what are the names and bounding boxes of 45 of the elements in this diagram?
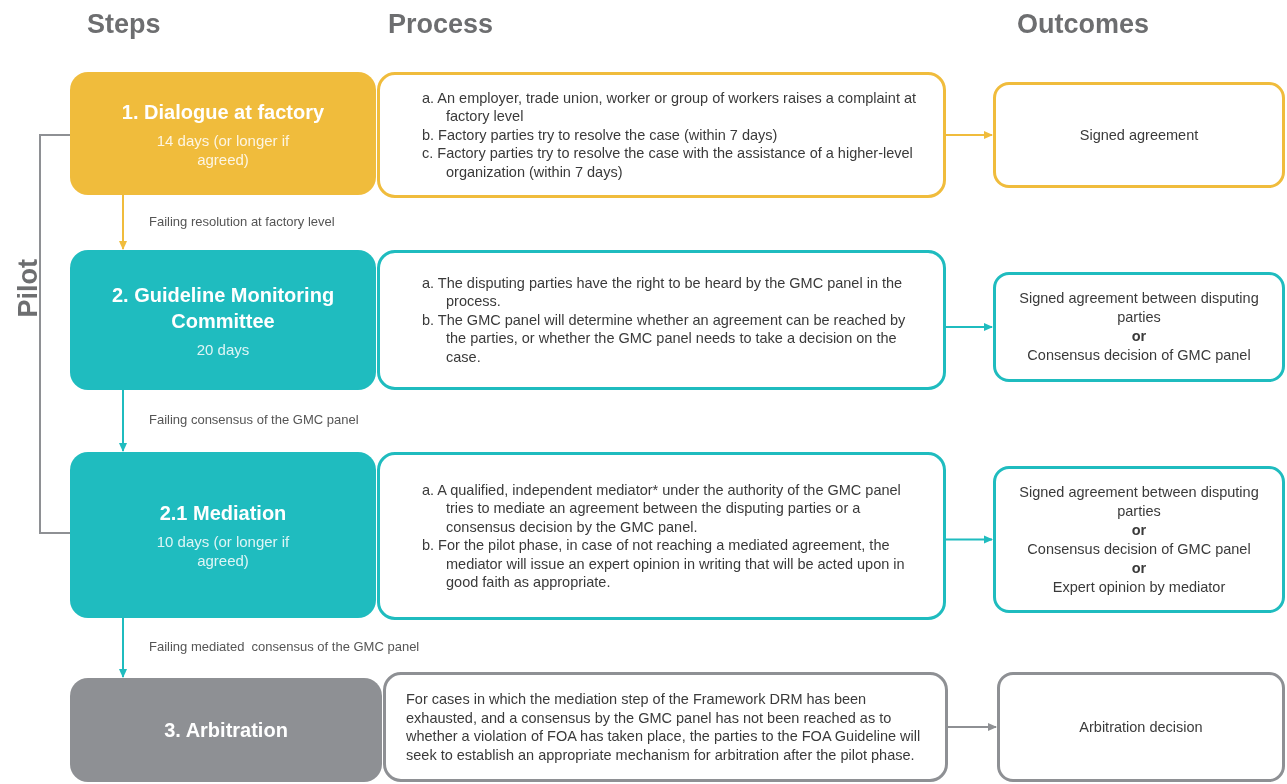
outcome-box: [997, 672, 1285, 782]
arrow: [119, 389, 127, 452]
or-text: or: [1131, 558, 1147, 578]
outcome-text: Arbitration decision: [1079, 717, 1203, 737]
arrow: [947, 723, 997, 731]
outcome-text: Consensus decision of GMC panel: [1027, 539, 1251, 559]
process-box: [383, 672, 948, 782]
step-title: 2. Guideline Monitoring Committee: [110, 282, 336, 334]
arrow: [945, 131, 993, 139]
process-box: [377, 72, 946, 198]
list-item: a. The disputing parties have the right to be heard by the GMC panel in the process.: [422, 273, 904, 311]
outcome-text: Consensus decision of GMC panel: [1027, 346, 1251, 365]
process-box: [377, 250, 946, 390]
step-title: 2.1 Mediation: [159, 501, 287, 526]
outcome-box: [993, 82, 1285, 188]
arrow: [119, 194, 127, 250]
step-box: [70, 452, 376, 618]
column-heading: Outcomes: [1017, 8, 1150, 41]
list-item: c. Factory parties try to resolve the case with the assistance of a higher-level organization (within 7 days): [422, 144, 914, 182]
outcome-text: Expert opinion by mediator: [1052, 577, 1226, 597]
step-box: [70, 250, 376, 390]
list-item: b. The GMC panel will determine whether an agreement can be reached by the parties, or whether the GMC panel needs to take a decision on the case.: [422, 310, 907, 367]
outcome-text: Signed agreement: [1079, 125, 1199, 145]
list-item: b. Factory parties try to resolve the case (within 7 days): [422, 125, 779, 145]
arrow: [945, 535, 993, 544]
or-text: or: [1131, 520, 1147, 540]
outcome-box: [993, 466, 1285, 613]
step-title: 3. Arbitration: [164, 718, 288, 743]
process-text: For cases in which the mediation step of the Framework DRM has been exhausted, and a consensus by the GMC panel has not been reached as to whether a violation of FOA has taken place, the parties to the FOA Guideline will seek to establish an appropriate mechanism for arbitration after the pilot phase.: [406, 690, 922, 764]
list-item: a. A qualified, independent mediator* under the authority of the GMC panel tries to mediate an agreement between the disputing parties or a consensus decision by the GMC panel.: [422, 480, 902, 536]
step-box: [70, 678, 382, 782]
group-label: Pilot: [11, 258, 44, 320]
outcome-box: [993, 272, 1285, 382]
arrow: [119, 617, 127, 678]
duration-text: 20 days: [196, 339, 250, 359]
column-heading: Steps: [87, 8, 161, 41]
arrow: [945, 323, 993, 331]
process-box: [377, 452, 946, 620]
list-item: b. For the pilot phase, in case of not reaching a mediated agreement, the mediator will issue an expert opinion in writing that will be acted upon in good faith as appropriate.: [422, 536, 906, 592]
step-box: [70, 72, 376, 195]
step-title: 1. Dialogue at factory: [121, 99, 325, 125]
duration-text: 14 days (or longer if agreed): [155, 130, 291, 169]
duration-text: 10 days (or longer if agreed): [155, 532, 291, 570]
or-text: or: [1131, 327, 1147, 346]
column-heading: Process: [388, 8, 494, 41]
